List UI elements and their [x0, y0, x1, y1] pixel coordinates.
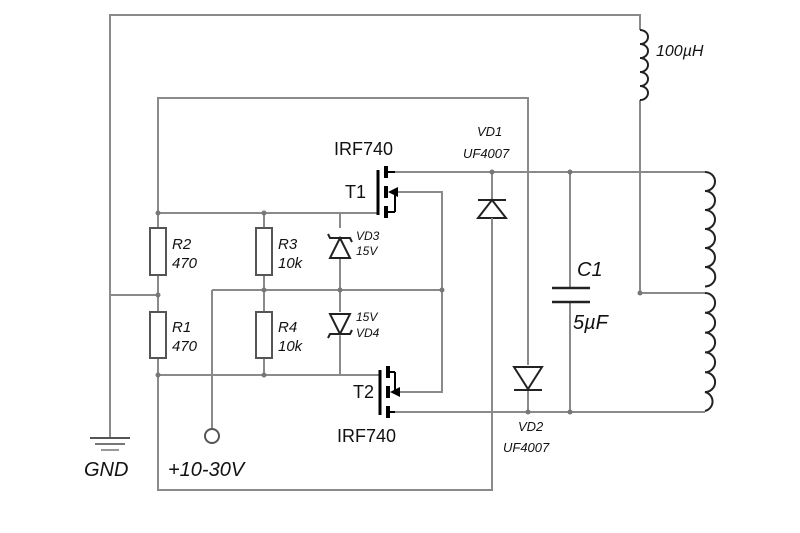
ground-symbol [90, 437, 130, 451]
c1-value: 5µF [573, 312, 610, 334]
r2-label: R2 [172, 236, 192, 253]
vd3-cathode [327, 233, 353, 243]
junction-dot [439, 287, 445, 293]
t2-body-arrow [390, 387, 400, 397]
vd1-part: UF4007 [463, 146, 510, 161]
transformer-lower-coil [704, 292, 717, 412]
mosfet-t1 [376, 166, 398, 218]
resistor-r2 [149, 227, 167, 276]
vd4-triangle [328, 313, 352, 337]
resistor-r1 [149, 311, 167, 359]
junction-dot [261, 287, 267, 293]
c1-label: C1 [577, 259, 603, 281]
inductor-100uh-symbol [639, 29, 649, 101]
wires [109, 14, 705, 491]
r1-value: 470 [172, 338, 198, 355]
inductor-100uh-label: 100µH [656, 43, 704, 60]
r3-label: R3 [278, 236, 298, 253]
junction-dot [525, 409, 531, 415]
junction-dot [261, 372, 267, 378]
wire-t1-source [395, 191, 443, 290]
capacitor-c1 [552, 286, 590, 304]
resistor-r4 [255, 311, 273, 359]
junction-dot [261, 210, 267, 216]
t1-body-arrow [388, 187, 398, 197]
gnd-label: GND [84, 459, 128, 481]
wire-gnd-top [109, 14, 641, 438]
zener-vd4 [327, 313, 353, 339]
junction-dot [567, 169, 573, 175]
t1-label: T1 [345, 182, 366, 202]
r2-value: 470 [172, 255, 198, 272]
vd3-label: VD3 [356, 229, 380, 243]
supply-terminal [204, 428, 220, 444]
mosfet-t2 [378, 366, 400, 418]
vd4-cathode [327, 329, 353, 339]
wire-inductor-down [639, 100, 705, 294]
junction-dot [155, 210, 161, 216]
vd1-triangle [475, 198, 509, 219]
transformer-upper-coil [704, 171, 717, 288]
r4-label: R4 [278, 319, 297, 336]
diode-vd2 [512, 366, 544, 391]
t2-label: T2 [353, 382, 374, 402]
junction-dots [155, 169, 643, 415]
vd4-label: VD4 [356, 326, 380, 340]
junction-dot [155, 372, 161, 378]
r1-label: R1 [172, 319, 191, 336]
junction-dot [637, 290, 643, 296]
zener-vd3 [327, 233, 353, 259]
vd2-triangle [512, 366, 544, 391]
junction-dot [567, 409, 573, 415]
vd1-label: VD1 [477, 124, 502, 139]
r4-value: 10k [278, 338, 304, 355]
wire-t2-source [395, 290, 443, 393]
resistor-r3 [255, 227, 273, 276]
t1-part: IRF740 [334, 139, 393, 159]
vd2-part: UF4007 [503, 440, 550, 455]
diode-vd1 [475, 198, 509, 490]
vd3-triangle [328, 235, 352, 259]
junction-dot [337, 287, 343, 293]
vd2-label: VD2 [518, 419, 544, 434]
junction-dot [489, 169, 495, 175]
vd3-voltage: 15V [356, 244, 378, 258]
vd4-voltage: 15V [356, 310, 378, 324]
supply-label: +10-30V [168, 459, 246, 481]
t2-part: IRF740 [337, 426, 396, 446]
junction-dot [155, 292, 161, 298]
r3-value: 10k [278, 255, 304, 272]
wire-top-loop [157, 97, 529, 365]
